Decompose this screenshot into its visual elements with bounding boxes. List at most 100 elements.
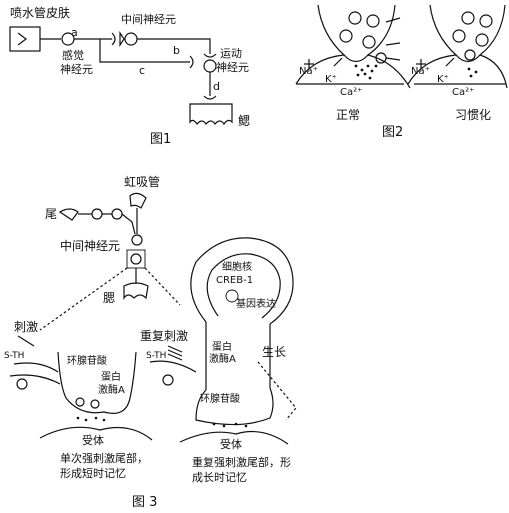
vesicle	[75, 397, 85, 407]
point-a-label: a	[71, 26, 78, 39]
sensory-neuron-label-2: 神经元	[60, 62, 93, 76]
sensory-branch	[99, 39, 190, 63]
ca-right: Ca²⁺	[452, 87, 474, 98]
camp-left: 环腺苷酸	[67, 354, 107, 367]
gene-expression-label: 基因表达	[236, 297, 276, 310]
k-channel-line	[333, 57, 343, 67]
terminal-right-bottom	[455, 54, 481, 63]
repeated-stimulus-arrow	[167, 349, 183, 357]
vesicle	[339, 29, 353, 43]
left-release-dots	[76, 416, 106, 422]
caption-right-2: 成长时记忆	[192, 471, 247, 484]
protein-right-1: 蛋白	[212, 340, 232, 353]
protein-right-2: 激酶A	[209, 352, 236, 365]
protein-left-1: 蛋白	[101, 370, 121, 383]
right-sth-vesicle	[162, 374, 174, 386]
left-presynaptic-terminal	[57, 351, 137, 414]
inter-neuron-label: 中间神经元	[121, 12, 176, 26]
point-b-label: b	[173, 44, 180, 57]
synapse-motor-direct	[189, 55, 194, 69]
point-d-label: d	[213, 80, 220, 93]
caption-right-1: 重复强刺激尾部，形	[192, 455, 291, 469]
vesicle	[452, 29, 466, 43]
receptor-right: 受体	[220, 437, 242, 451]
gill-label: 鳃	[238, 114, 250, 128]
receptor-arrow	[17, 32, 27, 46]
k-left: K⁺	[325, 74, 337, 85]
nucleus-label: 细胞核	[222, 260, 252, 273]
neuromuscular-junction	[203, 95, 217, 100]
zoom-box	[126, 249, 146, 269]
vesicle	[362, 35, 376, 49]
left-facilitatory-neuron-2	[9, 374, 61, 385]
vesicle	[464, 49, 476, 61]
figure-2: Na⁺ K⁺ Ca²⁺ 正常 Na⁺ K⁺ Ca²⁺ 习惯化 图2	[295, 4, 508, 140]
terminal-right-membrane-right	[478, 4, 508, 89]
gill-shape	[189, 103, 233, 126]
vesicle	[461, 11, 475, 25]
right-release-dots	[212, 422, 248, 428]
tail-inter-neuron	[111, 208, 123, 220]
left-sth-vesicle	[16, 378, 28, 390]
growth-label: 生长	[262, 345, 286, 359]
vesicle	[366, 14, 380, 28]
vesicle	[475, 33, 489, 47]
siphon-sensory-neuron	[131, 234, 143, 246]
caption-left-1: 单次强刺激尾部，	[60, 451, 148, 465]
tail-label: 尾	[45, 207, 57, 221]
caption-left-2: 形成短时记忆	[60, 466, 126, 480]
camp-right: 环腺苷酸	[200, 392, 240, 405]
figure-3: 虹吸管 尾 中间神经元 腮 刺激 重复刺激 S-TH 环腺苷酸 蛋白	[4, 174, 297, 510]
siphon-shape	[129, 192, 147, 209]
protein-left-2: 激酶A	[98, 383, 125, 396]
habituation-label: 习惯化	[455, 107, 491, 122]
release-arrow	[385, 42, 401, 46]
motor-neuron-label-2: 神经元	[216, 60, 249, 74]
terminal-left-membrane-right	[366, 4, 411, 89]
figure-3-caption: 图 3	[132, 495, 157, 510]
repeated-stimulus-arrow	[167, 353, 183, 361]
inter-dendrite	[119, 31, 125, 47]
gill-label-3: 腮	[103, 291, 115, 305]
left-postsynaptic-membrane	[39, 426, 153, 441]
vesicle	[479, 14, 493, 28]
vesicle	[90, 399, 100, 409]
gill-shape-3	[123, 282, 149, 300]
calcium-dots-right	[467, 67, 478, 78]
right-postsynaptic-membrane	[179, 431, 289, 445]
synapse-inter-motor	[203, 53, 217, 58]
motor-neuron-label-1: 运动	[220, 47, 242, 60]
creb-star	[225, 289, 239, 303]
vesicle	[348, 11, 362, 25]
calcium-dots-left	[354, 64, 378, 80]
right-facilitatory-neuron	[149, 360, 197, 373]
point-c-label: c	[139, 64, 145, 77]
normal-label: 正常	[336, 108, 360, 122]
repeated-stimulus-arrow	[167, 345, 183, 353]
inter-connection	[121, 213, 136, 235]
inter-neuron-body	[124, 32, 138, 46]
stimulus-arrow	[17, 335, 35, 347]
zoom-connector-right	[144, 267, 181, 306]
inter-axon	[137, 38, 211, 54]
figure-2-caption: 图2	[382, 125, 403, 140]
na-right: Na⁺	[411, 66, 430, 77]
figure-1: 喷水管皮肤 a 感觉 神经元 c 中间神经元 b 运动 神经元 d 鳃 图1	[9, 5, 250, 147]
release-arrow	[385, 57, 401, 61]
synapse-inter	[111, 32, 116, 46]
k-right: K⁺	[437, 74, 449, 85]
repeated-stimulus-label: 重复刺激	[140, 329, 188, 343]
k-channel-line	[445, 57, 455, 67]
motor-neuron	[130, 253, 142, 265]
tail-sensory-neuron	[91, 208, 103, 220]
motor-neuron-body	[203, 59, 217, 73]
figure-1-caption: 图1	[150, 132, 171, 147]
release-arrow	[385, 17, 401, 23]
sensory-neuron-label-1: 感觉	[62, 49, 84, 62]
ca-left: Ca²⁺	[340, 87, 362, 98]
growth-dashed-path	[257, 361, 297, 421]
nucleus-outline	[206, 253, 281, 319]
tail-shape	[58, 208, 79, 221]
